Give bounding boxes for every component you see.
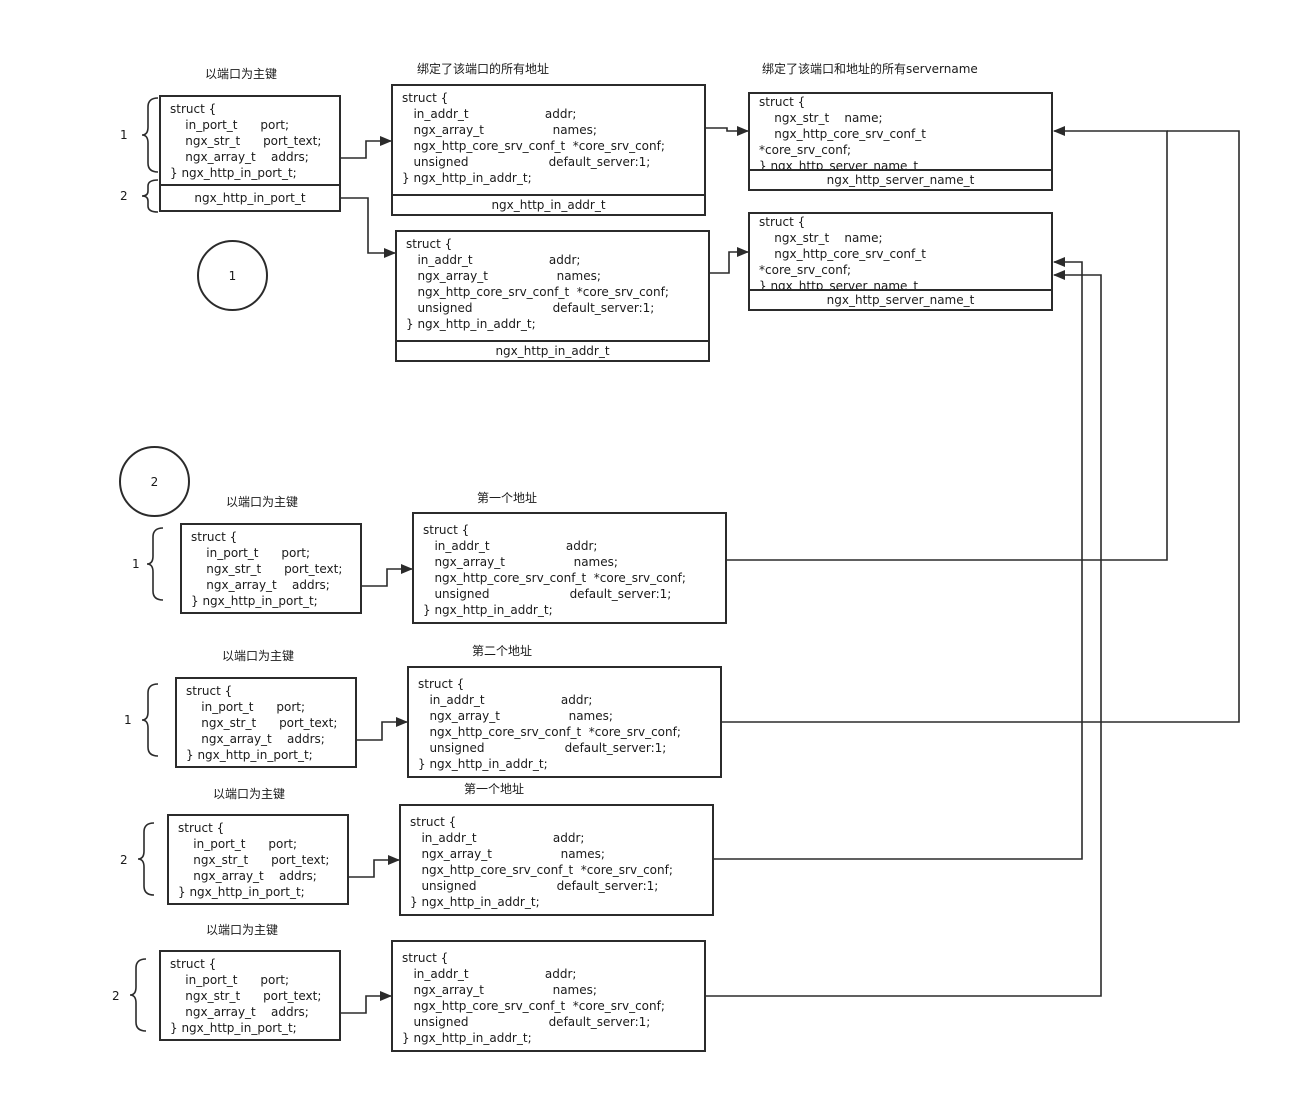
port-struct-row4: struct { in_port_t port; ngx_str_t port_…: [175, 677, 357, 768]
wire-last-addr-to-name2: [705, 270, 1102, 997]
arrow-left-row3: [361, 564, 413, 587]
port-struct-code: struct { in_port_t port; ngx_str_t port_…: [186, 684, 338, 762]
servername-struct-code: struct { ngx_str_t name; ngx_http_core_s…: [759, 95, 926, 173]
servername-struct-2: struct { ngx_str_t name; ngx_http_core_s…: [748, 212, 1053, 311]
addr-struct-footer: ngx_http_in_addr_t: [397, 340, 708, 360]
wire-first-addr-port2-to-name2: [713, 257, 1083, 860]
addr-struct-top-2: struct { in_addr_t addr; ngx_array_t nam…: [395, 230, 710, 362]
port-struct-code: struct { in_port_t port; ngx_str_t port_…: [178, 821, 330, 899]
addr-struct-footer: ngx_http_in_addr_t: [393, 194, 704, 214]
arrow-left-row4: [356, 717, 408, 741]
port-struct-row6: struct { in_port_t port; ngx_str_t port_…: [159, 950, 341, 1041]
circle-marker-1: 1: [197, 240, 268, 311]
addr-struct-row3: struct { in_addr_t addr; ngx_array_t nam…: [412, 512, 727, 624]
wire-first-addr-to-name1: [726, 126, 1168, 561]
label-first-address-row3: 第一个地址: [477, 491, 538, 505]
wire-second-addr-to-name1: [721, 130, 1240, 723]
brace-number-2-row6: 2: [112, 989, 120, 1003]
brace-1-top: [141, 97, 159, 173]
brace-number-1-row3: 1: [132, 557, 140, 571]
label-port-key-row3: 以端口为主键: [226, 495, 299, 509]
circle-marker-2: 2: [119, 446, 190, 517]
servername-struct-footer: ngx_http_server_name_t: [750, 169, 1051, 189]
brace-2-row5: [137, 822, 155, 896]
label-all-servernames: 绑定了该端口和地址的所有servername: [762, 62, 978, 76]
addr-struct-row6: struct { in_addr_t addr; ngx_array_t nam…: [391, 940, 706, 1052]
port-struct-top: struct { in_port_t port; ngx_str_t port_…: [159, 95, 341, 212]
brace-2-row6: [129, 958, 147, 1032]
brace-number-2-row5: 2: [120, 853, 128, 867]
brace-1-row4: [141, 683, 159, 757]
port-struct-row3: struct { in_port_t port; ngx_str_t port_…: [180, 523, 362, 614]
brace-number-2-top: 2: [120, 189, 128, 203]
port-struct-row5: struct { in_port_t port; ngx_str_t port_…: [167, 814, 349, 905]
addr-struct-code: struct { in_addr_t addr; ngx_array_t nam…: [402, 951, 665, 1045]
brace-2-top: [141, 179, 159, 213]
addr-struct-code: struct { in_addr_t addr; ngx_array_t nam…: [406, 237, 669, 331]
brace-number-1-top: 1: [120, 128, 128, 142]
port-struct-footer: ngx_http_in_port_t: [161, 184, 339, 210]
label-second-address-row4: 第二个地址: [472, 644, 533, 658]
port-struct-code: struct { in_port_t port; ngx_str_t port_…: [170, 957, 322, 1035]
addr-struct-row4: struct { in_addr_t addr; ngx_array_t nam…: [407, 666, 722, 778]
servername-struct-footer: ngx_http_server_name_t: [750, 289, 1051, 309]
label-port-key-row4: 以端口为主键: [222, 649, 295, 663]
label-all-addresses: 绑定了该端口的所有地址: [417, 62, 550, 76]
label-port-key-top: 以端口为主键: [205, 67, 278, 81]
arrow-addr-to-name-1: [705, 126, 749, 136]
arrow-port-to-addr-2: [340, 197, 396, 258]
label-first-address-row5: 第一个地址: [464, 782, 525, 796]
port-struct-code: struct { in_port_t port; ngx_str_t port_…: [170, 102, 322, 180]
port-struct-code: struct { in_port_t port; ngx_str_t port_…: [191, 530, 343, 608]
servername-struct-1: struct { ngx_str_t name; ngx_http_core_s…: [748, 92, 1053, 191]
label-port-key-row6: 以端口为主键: [206, 923, 279, 937]
label-port-key-row5: 以端口为主键: [213, 787, 286, 801]
addr-struct-code: struct { in_addr_t addr; ngx_array_t nam…: [402, 91, 665, 185]
arrow-port-to-addr-1: [340, 136, 392, 159]
addr-struct-top-1: struct { in_addr_t addr; ngx_array_t nam…: [391, 84, 706, 216]
servername-struct-code: struct { ngx_str_t name; ngx_http_core_s…: [759, 215, 926, 293]
brace-1-row3: [146, 527, 164, 601]
brace-number-1-row4: 1: [124, 713, 132, 727]
arrow-left-row5: [348, 855, 400, 878]
arrow-left-row6: [340, 991, 392, 1014]
addr-struct-row5: struct { in_addr_t addr; ngx_array_t nam…: [399, 804, 714, 916]
addr-struct-code: struct { in_addr_t addr; ngx_array_t nam…: [418, 677, 681, 771]
addr-struct-code: struct { in_addr_t addr; ngx_array_t nam…: [423, 523, 686, 617]
addr-struct-code: struct { in_addr_t addr; ngx_array_t nam…: [410, 815, 673, 909]
arrow-addr-to-name-2: [709, 247, 749, 274]
